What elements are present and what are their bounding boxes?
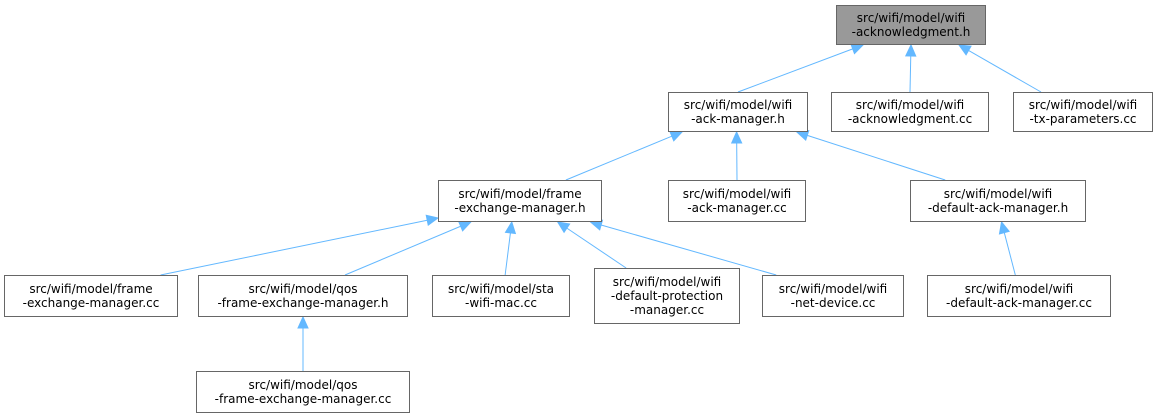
node-label-line: src/wifi/model/wifi (943, 187, 1053, 201)
edge-default_ack_manager_cc-to-default_ack_manager_h (998, 220, 1016, 276)
node-label-line: -acknowledgment.cc (847, 112, 973, 126)
edge-line (1003, 232, 1016, 276)
node-label-line: src/wifi/model/frame (458, 187, 582, 201)
node-wifi-acknowledgment-h[interactable]: src/wifi/model/wifi -acknowledgment.h (836, 5, 986, 45)
node-frame-exchange-manager-cc[interactable]: src/wifi/model/frame -exchange-manager.c… (4, 275, 178, 317)
node-label-line: -acknowledgment.h (851, 25, 971, 39)
node-wifi-acknowledgment-cc[interactable]: src/wifi/model/wifi -acknowledgment.cc (831, 92, 989, 132)
edge-line (968, 50, 1042, 93)
edge-line (344, 225, 461, 276)
node-label-line: src/wifi/model/wifi (683, 98, 793, 112)
edge-frame_exchange_manager_cc-to-frame_exchange_manager_h (160, 214, 440, 276)
node-label-line: src/wifi/model/frame (29, 282, 153, 296)
arrowhead-icon (457, 221, 472, 232)
edge-line (737, 48, 853, 93)
node-label-line: src/wifi/model/wifi (855, 98, 965, 112)
edge-qos_frame_exchange_manager_h-to-frame_exchange_manager_h (344, 221, 472, 276)
edge-line (600, 224, 777, 276)
node-label-line: -tx-parameters.cc (1029, 112, 1137, 126)
node-label-line: -default-protection (610, 289, 724, 303)
node-label-line: src/wifi/model/wifi (1028, 98, 1138, 112)
node-wifi-net-device-cc[interactable]: src/wifi/model/wifi -net-device.cc (762, 275, 904, 317)
edge-tx_parameters_cc-to-root (957, 44, 1042, 93)
node-qos-frame-exchange-manager-h[interactable]: src/wifi/model/qos -frame-exchange-manag… (198, 275, 408, 317)
edge-default_ack_manager_h-to-ack_manager_h (795, 130, 946, 181)
edge-ack_manager_cc-to-ack_manager_h (730, 130, 743, 181)
arrowhead-icon (998, 220, 1011, 235)
edge-sta_wifi_mac_cc-to-frame_exchange_manager_h (504, 220, 517, 276)
node-wifi-default-ack-manager-h[interactable]: src/wifi/model/wifi -default-ack-manager… (910, 180, 1086, 222)
edge-qos_frame_exchange_manager_cc-to-qos_frame_exchange_manager_h (297, 315, 309, 371)
node-label-line: src/wifi/model/wifi (682, 187, 792, 201)
node-label-line: src/wifi/model/qos (248, 378, 358, 392)
node-label-line: -ack-manager.h (691, 112, 785, 126)
node-label-line: -net-device.cc (790, 296, 876, 310)
edge-default_protection_manager_cc-to-frame_exchange_manager_h (556, 221, 627, 269)
node-label-line: src/wifi/model/sta (447, 282, 555, 296)
arrowhead-icon (297, 315, 309, 329)
node-sta-wifi-mac-cc[interactable]: src/wifi/model/sta -wifi-mac.cc (432, 275, 570, 317)
edge-ack_manager_h-to-root (737, 43, 865, 93)
edge-line (504, 232, 511, 276)
node-label-line: src/wifi/model/wifi (612, 275, 722, 289)
edge-line (807, 134, 946, 181)
arrowhead-icon (556, 221, 571, 234)
node-label-line: -manager.cc (629, 303, 705, 317)
node-wifi-ack-manager-cc[interactable]: src/wifi/model/wifi -ack-manager.cc (668, 180, 806, 222)
node-wifi-default-protection-manager-cc[interactable]: src/wifi/model/wifi -default-protection … (594, 268, 740, 324)
node-label-line: src/wifi/model/wifi (964, 282, 1074, 296)
arrowhead-icon (957, 44, 972, 56)
node-wifi-ack-manager-h[interactable]: src/wifi/model/wifi -ack-manager.h (668, 92, 808, 132)
node-label-line: src/wifi/model/wifi (856, 11, 966, 25)
node-frame-exchange-manager-h[interactable]: src/wifi/model/frame -exchange-manager.h (438, 180, 602, 222)
node-label-line: -default-ack-manager.cc (946, 296, 1092, 310)
arrowhead-icon (504, 220, 517, 235)
node-wifi-default-ack-manager-cc[interactable]: src/wifi/model/wifi -default-ack-manager… (927, 275, 1111, 317)
node-label-line: -ack-manager.cc (687, 201, 787, 215)
arrowhead-icon (425, 214, 440, 226)
node-label-line: src/wifi/model/qos (248, 282, 358, 296)
arrowhead-icon (795, 130, 810, 142)
node-label-line: -wifi-mac.cc (464, 296, 538, 310)
arrowhead-icon (730, 130, 743, 144)
arrowhead-icon (850, 43, 865, 55)
edge-line (566, 227, 627, 269)
node-wifi-tx-parameters-cc[interactable]: src/wifi/model/wifi -tx-parameters.cc (1013, 92, 1153, 132)
node-label-line: -exchange-manager.cc (22, 296, 160, 310)
edge-line (909, 55, 912, 93)
edge-acknowledgment_cc-to-root (904, 43, 917, 93)
node-label-line: -frame-exchange-manager.h (217, 296, 389, 310)
edge-line (160, 219, 428, 276)
node-label-line: src/wifi/model/wifi (778, 282, 888, 296)
node-label-line: -exchange-manager.h (454, 201, 586, 215)
edge-net_device_cc-to-frame_exchange_manager_h (589, 219, 777, 276)
edge-line (565, 135, 673, 181)
arrowhead-icon (669, 131, 684, 142)
node-label-line: -default-ack-manager.h (927, 201, 1069, 215)
node-qos-frame-exchange-manager-cc[interactable]: src/wifi/model/qos -frame-exchange-manag… (196, 371, 410, 413)
node-label-line: -frame-exchange-manager.cc (214, 392, 392, 406)
arrowhead-icon (904, 43, 917, 57)
edge-frame_exchange_manager_h-to-ack_manager_h (565, 131, 684, 181)
